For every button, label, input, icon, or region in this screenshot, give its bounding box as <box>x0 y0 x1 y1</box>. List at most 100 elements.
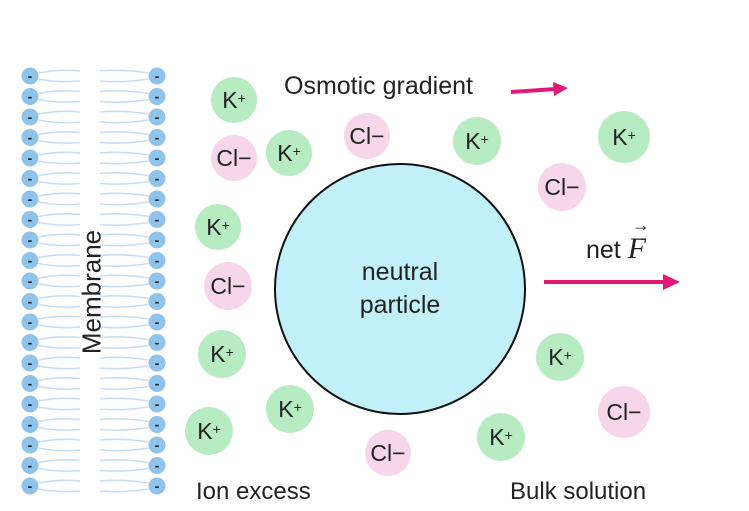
lipid-tail <box>99 295 149 300</box>
lipid-tail <box>38 344 81 349</box>
cl-ion: Cl− <box>211 135 257 181</box>
lipid-head-charge: - <box>28 417 33 433</box>
lipid-head-charge: - <box>155 150 160 166</box>
lipid-head <box>21 334 39 351</box>
lipid-tail <box>99 160 149 165</box>
lipid-head-charge: - <box>155 396 160 412</box>
k-ion: K+ <box>266 385 314 433</box>
lipid-head-charge: - <box>155 89 160 105</box>
lipid-head-charge: - <box>28 314 33 330</box>
lipid-head-charge: - <box>155 253 160 269</box>
lipid-tail <box>99 365 149 370</box>
lipid-head <box>148 457 166 474</box>
lipid-tail <box>38 467 81 472</box>
lipid-tail <box>99 110 149 115</box>
lipid-head-charge: - <box>28 232 33 248</box>
lipid-tail <box>38 233 81 238</box>
lipid-head-charge: - <box>155 130 160 146</box>
lipid-tail <box>38 213 81 218</box>
lipid-head-charge: - <box>28 171 33 187</box>
lipid-head-charge: - <box>28 150 33 166</box>
lipid-head <box>21 354 39 372</box>
lipid-tail <box>38 377 81 382</box>
bulk-solution-label: Bulk solution <box>510 478 647 505</box>
lipid-head <box>21 395 39 413</box>
lipid-head <box>21 313 39 331</box>
cl-ion: Cl− <box>538 163 586 211</box>
lipid-head-charge: - <box>28 253 33 269</box>
lipid-tail <box>99 385 149 390</box>
lipid-tail <box>99 221 149 226</box>
lipid-head-charge: - <box>155 437 160 453</box>
lipid-head <box>148 416 166 433</box>
lipid-tail <box>38 397 81 402</box>
lipid-head <box>148 88 166 105</box>
lipid-tail <box>38 98 81 103</box>
lipid-head-charge: - <box>155 335 160 351</box>
lipid-head <box>148 477 166 495</box>
lipid-head <box>148 436 166 454</box>
lipid-head <box>148 108 166 126</box>
lipid-tail <box>99 303 149 308</box>
lipid-head <box>21 129 39 146</box>
lipid-head <box>21 190 39 208</box>
lipid-tail <box>99 172 149 177</box>
lipid-tail <box>99 418 149 423</box>
net-force-label: net F <box>586 232 646 266</box>
lipid-head-charge: - <box>155 171 160 187</box>
lipid-tail <box>99 262 149 267</box>
lipid-tail <box>99 377 149 382</box>
lipid-head <box>148 395 166 413</box>
lipid-tail <box>99 151 149 156</box>
lipid-head-charge: - <box>155 417 160 433</box>
lipid-tail <box>38 324 81 329</box>
lipid-tail <box>38 201 81 206</box>
particle-label-line1: neutral <box>361 258 439 286</box>
lipid-tail <box>38 365 81 370</box>
lipid-tail <box>99 192 149 197</box>
lipid-head <box>148 313 166 331</box>
lipid-tail <box>38 385 81 390</box>
lipid-tail <box>38 242 81 247</box>
lipid-tail <box>99 274 149 279</box>
lipid-head-charge: - <box>28 355 33 371</box>
lipid-head <box>148 170 166 187</box>
lipid-head <box>21 231 39 249</box>
lipid-head <box>148 375 166 392</box>
k-ion: K+ <box>536 333 584 381</box>
lipid-head <box>21 416 39 433</box>
lipid-head-charge: - <box>28 294 33 310</box>
cl-ion: Cl− <box>365 430 411 476</box>
lipid-tail <box>38 479 81 484</box>
lipid-head <box>148 354 166 372</box>
lipid-head <box>21 108 39 126</box>
lipid-head-charge: - <box>155 355 160 371</box>
lipid-tail <box>99 242 149 247</box>
lipid-tail <box>38 459 81 464</box>
k-ion: K+ <box>185 407 233 455</box>
lipid-head-charge: - <box>28 273 33 289</box>
lipid-tail <box>38 303 81 308</box>
lipid-head <box>21 375 39 392</box>
lipid-head-charge: - <box>28 130 33 146</box>
lipid-head <box>21 88 39 105</box>
lipid-head <box>21 293 39 310</box>
lipid-tail <box>99 119 149 124</box>
lipid-head <box>148 252 166 269</box>
force-vector-symbol: F <box>628 232 646 265</box>
lipid-head <box>21 170 39 187</box>
lipid-tail <box>99 180 149 185</box>
lipid-head-charge: - <box>155 109 160 125</box>
lipid-head-charge: - <box>155 294 160 310</box>
lipid-tail <box>38 274 81 279</box>
lipid-head-charge: - <box>155 314 160 330</box>
lipid-head <box>21 457 39 474</box>
net-force-prefix: net <box>586 236 621 264</box>
lipid-head-charge: - <box>155 191 160 207</box>
lipid-head-charge: - <box>28 376 33 392</box>
lipid-head-charge: - <box>28 458 33 474</box>
lipid-tail <box>38 447 81 452</box>
lipid-tail <box>99 131 149 136</box>
lipid-tail <box>99 459 149 464</box>
lipid-head <box>148 272 166 290</box>
